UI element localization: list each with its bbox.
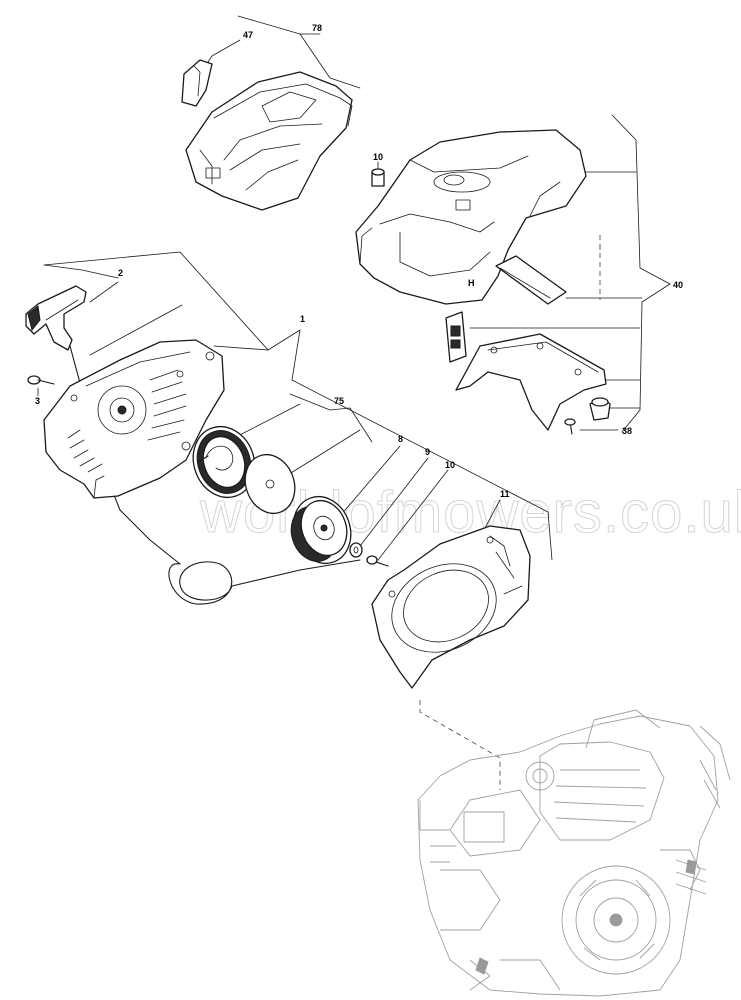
part-78-top-cover — [185, 71, 353, 211]
part-10-screw — [366, 555, 389, 567]
part-40-bumper — [589, 397, 611, 421]
part-40-housing: H — [355, 129, 587, 305]
callout-40: 40 — [673, 280, 683, 290]
svg-text:H: H — [468, 278, 475, 288]
part-1-starter-housing — [43, 339, 225, 499]
part-40-switch — [445, 311, 467, 363]
callout-1: 1 — [300, 314, 305, 324]
part-9-washer — [349, 542, 363, 558]
part-38-screw — [564, 418, 576, 435]
part-75-spring — [192, 425, 256, 499]
part-47-grip — [181, 59, 213, 107]
callout-78: 78 — [312, 23, 322, 33]
part-2-starter-handle — [25, 285, 87, 351]
callout-9: 9 — [425, 447, 430, 457]
callout-3: 3 — [35, 396, 40, 406]
leader-lines — [37, 15, 671, 790]
part-40-plate — [455, 333, 607, 431]
callout-38: 38 — [622, 426, 632, 436]
part-11-fan-cover — [371, 525, 531, 689]
callout-75: 75 — [334, 396, 344, 406]
callout-labels: 78 47 10 40 2 1 3 75 8 9 10 11 38 — [35, 23, 683, 499]
callout-8: 8 — [398, 434, 403, 444]
callout-10-bottom: 10 — [445, 460, 455, 470]
callout-10-top: 10 — [373, 152, 383, 162]
callout-2: 2 — [118, 268, 123, 278]
engine-illustration — [417, 709, 731, 997]
part-3-screw — [27, 375, 55, 385]
callout-11: 11 — [500, 489, 510, 499]
part-75-washer — [244, 453, 296, 515]
part-10-bolt-top — [371, 168, 385, 187]
callout-47: 47 — [243, 30, 253, 40]
part-40-strip — [495, 255, 567, 305]
part-8-pulley — [290, 495, 352, 565]
